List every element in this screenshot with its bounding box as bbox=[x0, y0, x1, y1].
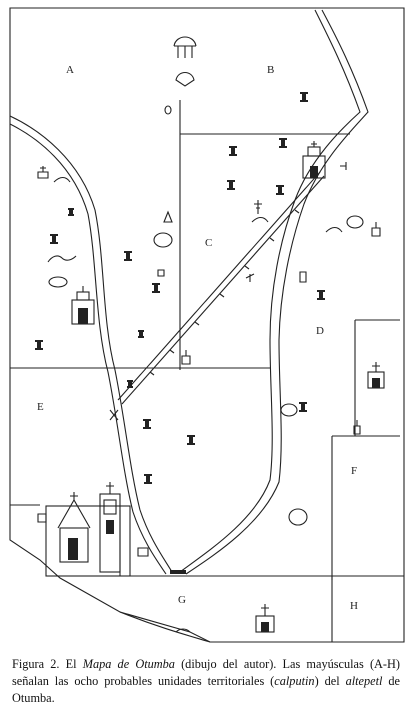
misc-glyphs bbox=[37, 162, 381, 633]
caption-altepetl: altepetl bbox=[345, 674, 383, 688]
map-frame bbox=[9, 7, 405, 643]
caption-part3: ) del bbox=[314, 674, 346, 688]
zone-label-f: F bbox=[351, 465, 357, 477]
caption-part4: de Otumba. bbox=[12, 674, 400, 705]
church-icon-c bbox=[302, 141, 326, 179]
causeway-ticks bbox=[149, 209, 300, 376]
roads bbox=[9, 9, 369, 643]
zone-label-a: A bbox=[66, 64, 74, 76]
otumba-map: A B C D E F G H bbox=[9, 7, 405, 643]
caption-lead: Figura 2. El bbox=[12, 657, 83, 671]
caption-map-name: Mapa de Otumba bbox=[82, 657, 175, 671]
zone-label-c: C bbox=[205, 237, 212, 249]
zone-label-b: B bbox=[267, 64, 274, 76]
ovals bbox=[153, 105, 364, 526]
zone-label-e: E bbox=[37, 401, 44, 413]
zone-label-g: G bbox=[178, 594, 186, 606]
caption-calputin: calputin bbox=[274, 674, 315, 688]
church-icon-g bbox=[255, 604, 275, 633]
caption-part2: (dibujo del autor). Las mayúsculas (A-H)… bbox=[12, 657, 400, 688]
church-icon-a bbox=[71, 286, 95, 325]
zone-label-d: D bbox=[316, 325, 324, 337]
house-glyphs bbox=[35, 92, 325, 484]
church-icon-d bbox=[367, 362, 385, 389]
zone-label-h: H bbox=[350, 600, 358, 612]
temple-glyph-top bbox=[173, 36, 197, 87]
convent-complex bbox=[37, 482, 131, 577]
figure-caption: Figura 2. El Mapa de Otumba (dibujo del … bbox=[12, 656, 400, 707]
